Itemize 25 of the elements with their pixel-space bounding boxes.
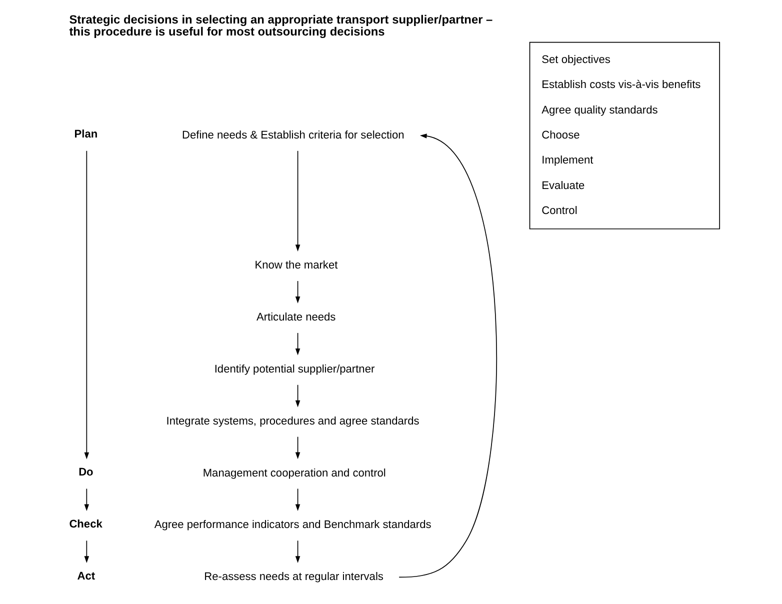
- arrow: [295, 540, 300, 563]
- arrow: [295, 384, 300, 408]
- node-text: Plan: [74, 128, 98, 141]
- node-text: Identify potential supplier/partner: [214, 363, 375, 376]
- arrow: [295, 488, 300, 512]
- node-text: Articulate needs: [256, 311, 336, 324]
- node-text: Check: [69, 518, 102, 530]
- node-text: Re-assess needs at regular intervals: [204, 571, 384, 584]
- arrow: [84, 150, 90, 460]
- arrow: [295, 280, 300, 304]
- arrow: [84, 540, 90, 563]
- arrow: [295, 332, 300, 356]
- node-text: Do: [78, 466, 94, 478]
- node-box: Set objectives Establish costs vis-à-vis benefits Agree quality standards Choose Implement Evaluate Control: [529, 42, 720, 230]
- node-text: Management cooperation and control: [202, 467, 386, 480]
- diagram-title: Strategic decisions in selecting an appropriate transport supplier/partner – this procedure is useful for most outsourcing decisions: [69, 12, 493, 38]
- arrow: [295, 150, 300, 252]
- node-text: Act: [77, 570, 96, 582]
- arrow: [398, 134, 497, 578]
- arrow: [84, 488, 90, 512]
- node-text: Define needs & Establish criteria for selection: [182, 129, 404, 142]
- arrow: [295, 436, 300, 460]
- node-text: Integrate systems, procedures and agree standards: [166, 415, 420, 428]
- node-text: Agree performance indicators and Benchmark standards: [154, 519, 432, 532]
- node-text: Know the market: [254, 260, 338, 272]
